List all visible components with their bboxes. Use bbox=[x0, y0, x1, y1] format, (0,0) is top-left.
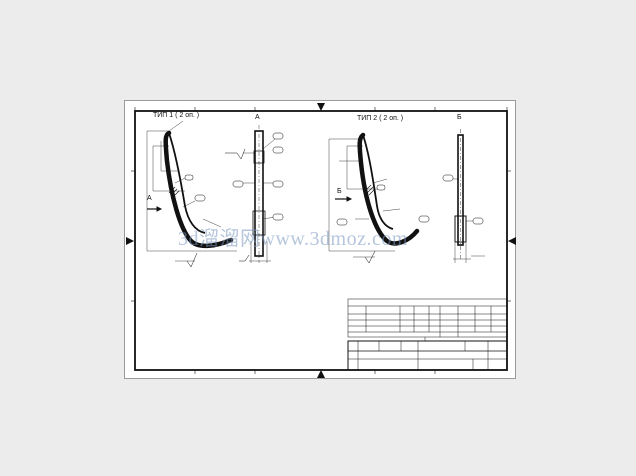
view-b-bar bbox=[453, 129, 485, 263]
type1-hatch bbox=[168, 186, 180, 198]
view-a-callouts bbox=[232, 132, 284, 221]
type2-label: ТИП 2 ( 2 оп. ) bbox=[357, 115, 404, 122]
arrow-b-label: Б bbox=[337, 188, 342, 195]
type2-callouts bbox=[336, 184, 430, 226]
frame-ticks bbox=[131, 107, 511, 374]
view-a-label: А bbox=[255, 114, 260, 121]
centering-arrows bbox=[126, 103, 516, 378]
watermark-text: 3d溜溜网www.3dmoz.com bbox=[178, 228, 408, 250]
technical-drawing bbox=[126, 103, 516, 378]
spec-table bbox=[347, 298, 508, 338]
type2-hatch bbox=[364, 184, 376, 196]
arrow-a-label: А bbox=[147, 195, 152, 202]
type1-profile bbox=[146, 120, 237, 268]
type1-label: ТИП 1 ( 2 оп. ) bbox=[153, 112, 200, 119]
drawing-sheet: ТИП 1 ( 2 оп. ) А ТИП 2 ( 2 оп. ) Б А Б bbox=[124, 100, 516, 379]
view-a-bar bbox=[225, 125, 276, 263]
type2-profile bbox=[328, 132, 420, 264]
arrow-b bbox=[335, 196, 353, 202]
title-block bbox=[347, 337, 508, 371]
type1-callouts bbox=[184, 174, 206, 202]
arrow-a bbox=[147, 206, 163, 212]
view-b-label: Б bbox=[457, 114, 462, 121]
view-b-callouts bbox=[442, 174, 484, 225]
